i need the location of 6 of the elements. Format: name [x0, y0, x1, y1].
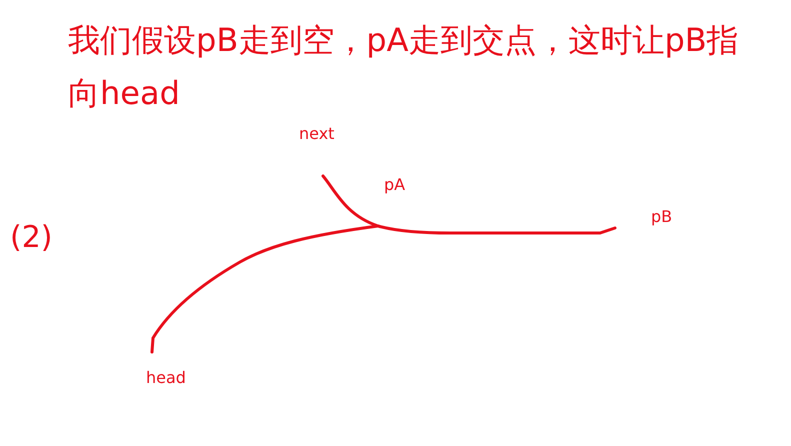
label-text: (2): [10, 220, 52, 255]
label-text: pA: [384, 175, 406, 194]
label-text: next: [299, 124, 334, 143]
label-text: pB: [651, 207, 672, 226]
label-text: head: [146, 368, 186, 387]
title-text: 我们假设pB走到空，pA走到交点，这时让pB指向head: [68, 20, 740, 114]
